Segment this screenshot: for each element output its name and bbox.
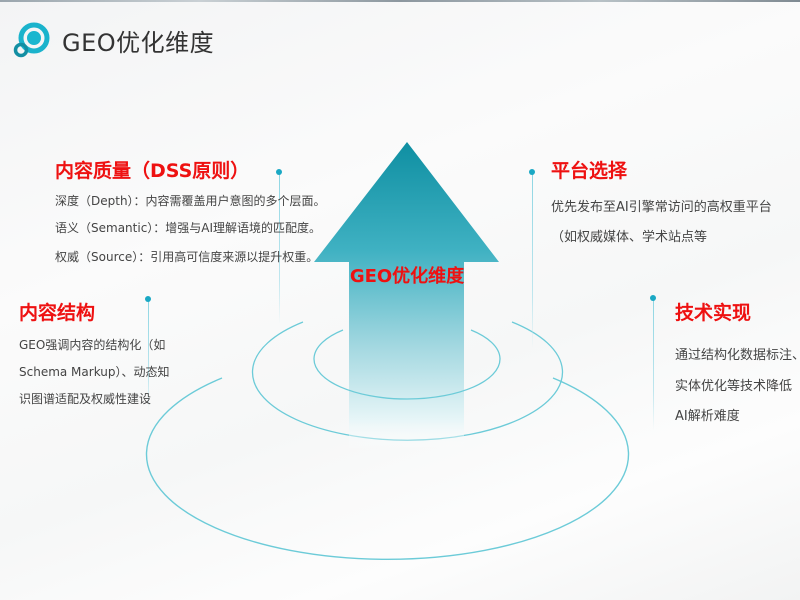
connector-platform-selection [532,174,533,349]
section-title: 技术实现 [675,302,752,324]
section-line: 权威（Source）：引用高可信度来源以提升权重。 [55,250,319,264]
concentric-ring-logo-icon [12,20,52,60]
inner-ring [313,329,501,400]
section-title: 内容质量（DSS原则） [55,160,250,182]
connector-dot-icon [276,169,282,175]
section-title: 平台选择 [551,160,628,182]
section-line: 通过结构化数据标注、 [675,348,800,363]
section-line: GEO强调内容的结构化（如 [19,338,166,352]
arrow-label: GEO优化维度 [349,266,465,287]
page-title: GEO优化维度 [62,28,215,57]
section-line: 识图谱适配及权威性建设 [19,392,152,406]
section-line: AI解析难度 [675,409,740,424]
section-line: 实体优化等技术降低 [675,379,793,394]
header: GEO优化维度 [12,20,214,60]
section-content-quality: 内容质量（DSS原则） 深度（Depth）：内容需覆盖用户意图的多个层面。 语义… [55,156,326,265]
connector-dot-icon [650,295,656,301]
outer-ring [145,377,630,560]
connector-dot-icon [145,296,151,302]
section-title: 内容结构 [19,302,96,324]
section-line: （如权威媒体、学术站点等 [551,230,708,245]
section-line: 优先发布至AI引擎常访问的高权重平台 [551,200,772,215]
connector-content-quality [279,174,280,324]
section-line: 语义（Semantic）：增强与AI理解语境的匹配度。 [55,221,322,235]
connector-content-structure [148,301,149,411]
section-technical-implementation: 技术实现 通过结构化数据标注、 实体优化等技术降低 AI解析难度 [675,298,800,424]
section-platform-selection: 平台选择 优先发布至AI引擎常访问的高权重平台 （如权威媒体、学术站点等 [551,156,772,245]
up-arrow-icon [314,142,499,450]
connector-technical-implementation [653,300,654,430]
section-line: Schema Markup）、动态知 [19,365,170,379]
connector-dot-icon [529,169,535,175]
section-line: 深度（Depth）：内容需覆盖用户意图的多个层面。 [55,194,326,208]
section-content-structure: 内容结构 GEO强调内容的结构化（如 Schema Markup）、动态知 识图… [19,298,170,407]
top-border [0,0,800,2]
